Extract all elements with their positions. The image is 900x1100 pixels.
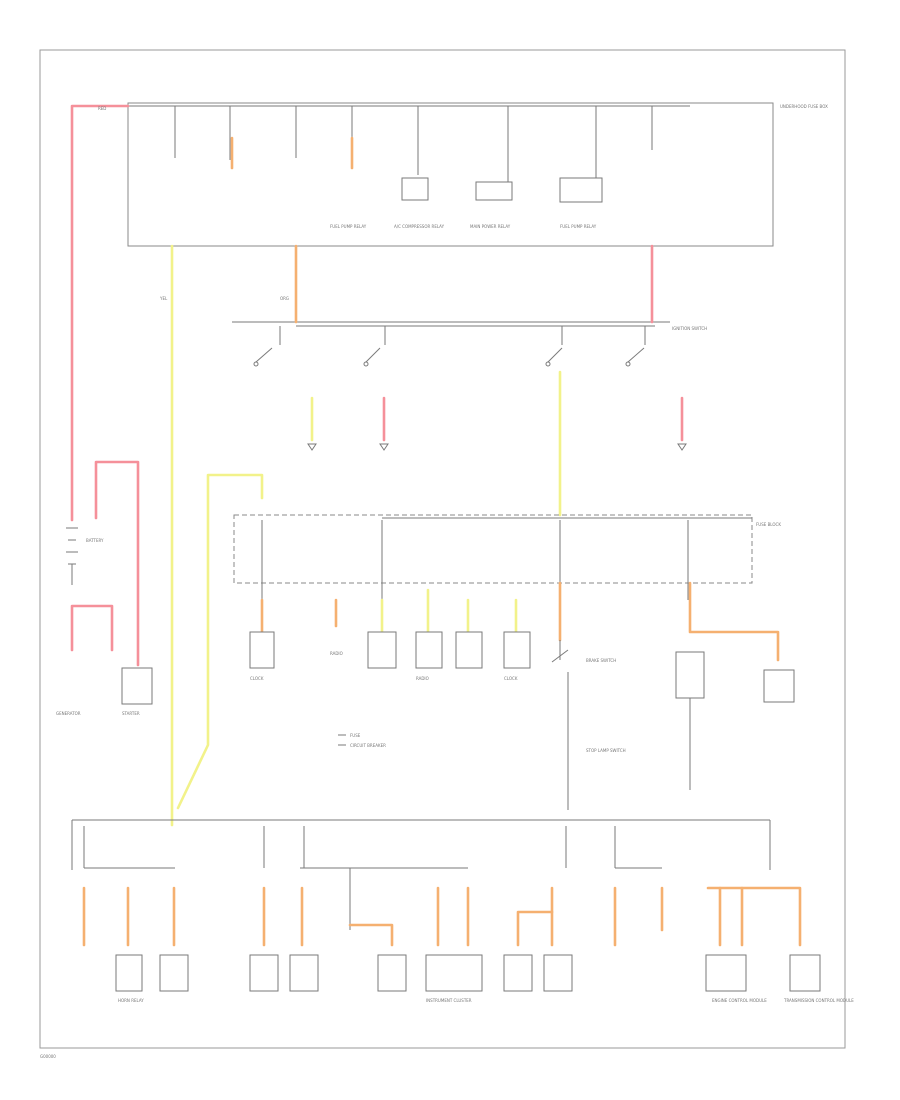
control-module-mid [763,669,795,703]
horn-relay-label: HORN RELAY [118,998,144,1003]
instrument-cluster-mid [455,631,483,669]
ac-compressor-relay-label: A/C COMPRESSOR RELAY [394,224,445,229]
underhood-fuse-box [127,102,774,247]
diagram-legend [338,734,346,746]
ac-compressor-relay [401,177,429,201]
engine-control-module [705,954,747,992]
wire-tag-org: ORG [280,296,289,301]
engine-control-module-label: ENGINE CONTROL MODULE [712,998,767,1003]
fuel-pump-module [503,954,533,992]
fuel-pump-relay-2 [559,177,603,203]
horn-relay [115,954,143,992]
brake-switch-label: BRAKE SWITCH [586,658,616,663]
main-power-relay [475,181,513,201]
generator-label: GENERATOR [56,711,81,716]
stop-lamp-switch-label: STOP LAMP SWITCH [586,748,626,753]
instrument-cluster-label: INSTRUMENT CLUSTER [426,998,472,1003]
main-power-relay-label: MAIN POWER RELAY [470,224,511,229]
radio-1-label: RADIO [330,651,343,656]
underhood-fuse-box-label: UNDERHOOD FUSE BOX [780,104,828,109]
fuse-block-drops [261,520,689,600]
radio-1 [367,631,397,669]
clock-1 [249,631,275,669]
wire-tag-yel: YEL [159,296,168,301]
radio-2-label: RADIO [416,676,429,681]
transmission-control-module [789,954,821,992]
clock-2 [503,631,531,669]
wire-tag-red: RED [98,106,106,111]
horn-relay-mid [675,651,705,699]
transmission-control-module-label: TRANSMISSION CONTROL MODULE [783,998,854,1003]
airbag-module [377,954,407,992]
legend-fuse: FUSE [350,733,361,738]
bottom-orange-loads [82,886,802,947]
battery-positive-red-wire [70,104,130,522]
ignition-contacts [253,326,646,367]
brake-switch-chain [551,640,691,810]
starter-label: STARTER [122,711,140,716]
lamp-control-module [289,954,319,992]
instrument-cluster [425,954,483,992]
fb-load-orange-4 [688,581,780,662]
generator-red-wire [70,604,114,652]
footer-code: G00000 [40,1054,56,1059]
battery-label: BATTERY [86,538,104,543]
fuel-pump-relay-label: FUEL PUMP RELAY [330,224,367,229]
ecm-module [159,954,189,992]
radio-2 [415,631,443,669]
instrument-fuse-block [233,514,753,584]
stop-lamp-switch [249,954,279,992]
fuse-block-yellow-feed [176,473,264,810]
sensor-module [543,954,573,992]
clock-2-label: CLOCK [504,676,518,681]
top-fuse-drops [174,106,653,185]
legend-circuit-breaker: CIRCUIT BREAKER [350,743,386,748]
diagram-frame [39,49,846,1049]
fuse-block-label: FUSE BLOCK [756,522,781,527]
bottom-fuse-drops [83,826,616,930]
starter-component [121,667,153,705]
fuel-pump-relay-2-label: FUEL PUMP RELAY [560,224,597,229]
ignition-switch-label: IGNITION SWITCH [672,326,707,331]
ignition-output-arrows [307,443,687,451]
clock-1-label: CLOCK [250,676,264,681]
battery-symbol [66,527,78,585]
battery-to-starter-red-wire [94,460,140,667]
